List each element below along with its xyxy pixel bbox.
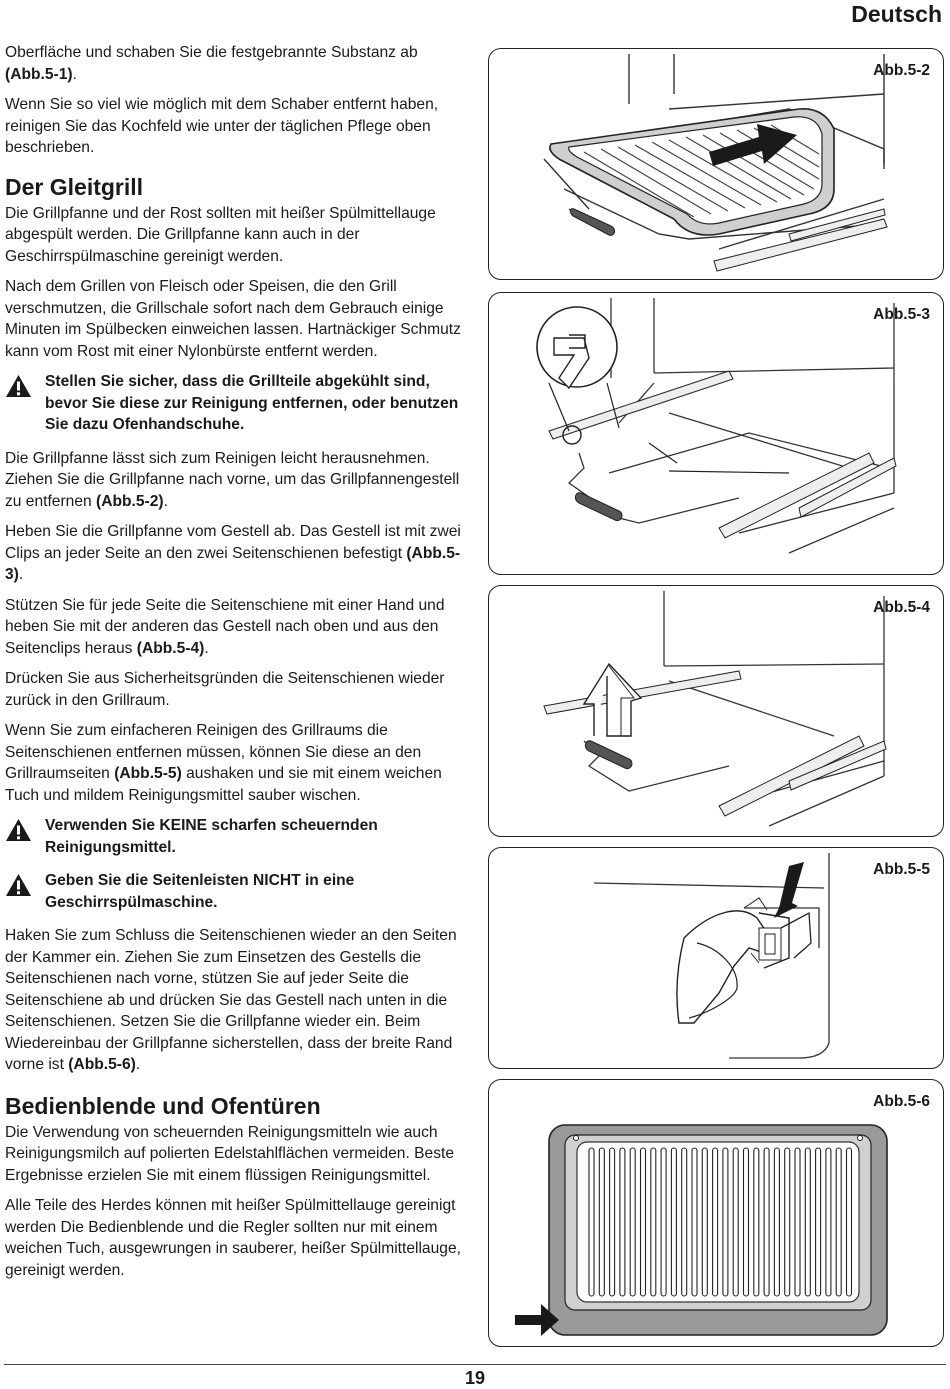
figure-5-3: Abb.5-3 (488, 292, 944, 575)
figure-ref: (Abb.5-6) (68, 1056, 136, 1073)
paragraph: Drücken Sie aus Sicherheitsgründen die S… (5, 670, 445, 709)
grill-bar (660, 1147, 667, 1297)
figure-label: Abb.5-2 (873, 62, 930, 79)
figure-ref: (Abb.5-4) (136, 639, 205, 657)
grill-bar (794, 1147, 801, 1297)
grill-bar (681, 1147, 688, 1297)
warning-note: Geben Sie die Seitenleisten NICHT in ein… (5, 870, 467, 913)
paragraph: Stützen Sie für jede Seite die Seitensch… (5, 596, 445, 657)
language-label: Deutsch (851, 1, 942, 27)
grill-bar (804, 1147, 811, 1297)
warning-note: Verwenden Sie KEINE scharfen scheuernden… (5, 815, 467, 858)
figure-ref: (Abb.5-5) (114, 765, 182, 782)
warning-note: Stellen Sie sicher, dass die Grillteile … (5, 371, 467, 436)
paragraph: Wenn Sie so viel wie möglich mit dem Sch… (5, 96, 439, 156)
warning-triangle-icon (5, 371, 45, 405)
figure-5-6: Abb.5-6 (488, 1079, 944, 1347)
footer-rule (4, 1364, 946, 1365)
paragraph: Die Grillpfanne und der Rost sollten mit… (5, 204, 436, 265)
grill-bar (825, 1147, 832, 1297)
figure-5-4: Abb.5-4 (488, 585, 944, 837)
figure-ref: (Abb.5-2) (96, 492, 164, 510)
grill-bar (619, 1147, 626, 1297)
figure-ref: (Abb.5-3) (5, 544, 461, 584)
section-heading-bedienblende: Bedienblende und Ofentüren (5, 1092, 321, 1119)
grill-bar (742, 1147, 750, 1297)
paragraph: Die Verwendung von scheuernden Reinigung… (5, 1123, 455, 1184)
grill-bar (845, 1147, 853, 1297)
rack-lift-illustration (543, 591, 887, 827)
paragraph: Wenn Sie zum einfacheren Reinigen des Gr… (5, 722, 442, 804)
figure-label: Abb.5-5 (873, 861, 930, 878)
grill-bar (650, 1147, 657, 1297)
figure-label: Abb.5-6 (873, 1093, 930, 1110)
paragraph: Oberfläche und schaben Sie die festgebra… (5, 44, 418, 83)
grill-bar (639, 1147, 647, 1297)
grill-pan-top-view-illustration (515, 1124, 888, 1336)
paragraph: Nach dem Grillen von Fleisch oder Speise… (5, 278, 461, 360)
grill-bar (784, 1147, 791, 1297)
grill-bar (598, 1147, 605, 1297)
side-rail-unhook-illustration (593, 853, 830, 1059)
grill-bar (753, 1147, 760, 1297)
warning-triangle-icon (5, 870, 45, 904)
paragraph: Die Grillpfanne lässt sich zum Reinigen … (5, 449, 460, 510)
grill-bar (629, 1147, 636, 1297)
grill-bar (691, 1147, 698, 1297)
figure-label: Abb.5-4 (873, 599, 930, 616)
paragraph: Alle Teile des Herdes können mit heißer … (5, 1197, 461, 1279)
grill-bar (712, 1147, 719, 1297)
figure-5-2: Abb.5-2 (488, 48, 944, 280)
paragraph: Heben Sie die Grillpfanne vom Gestell ab… (5, 523, 461, 584)
rack-clips-illustration (536, 298, 897, 554)
grill-bar (722, 1147, 729, 1297)
grill-bar (773, 1147, 780, 1297)
grill-bar (701, 1147, 708, 1297)
section-heading-gleitgrill: Der Gleitgrill (5, 173, 144, 200)
grill-bar (670, 1147, 677, 1297)
grill-bar (609, 1147, 616, 1297)
grill-bar (815, 1147, 822, 1297)
paragraph: Haken Sie zum Schluss die Seitenschienen… (5, 927, 457, 1073)
figure-label: Abb.5-3 (873, 306, 930, 323)
figure-ref: (Abb.5-1) (5, 65, 73, 83)
text-column: Oberfläche und schaben Sie die festgebra… (5, 42, 467, 1290)
figure-5-5: Abb.5-5 (488, 847, 944, 1069)
grill-bar (588, 1147, 595, 1297)
grill-bar (763, 1147, 770, 1297)
warning-triangle-icon (5, 815, 45, 849)
grill-bar (835, 1147, 842, 1297)
page-number: 19 (464, 1368, 486, 1388)
grill-pan-pull-out-illustration (543, 54, 888, 272)
grill-bar (732, 1147, 739, 1297)
